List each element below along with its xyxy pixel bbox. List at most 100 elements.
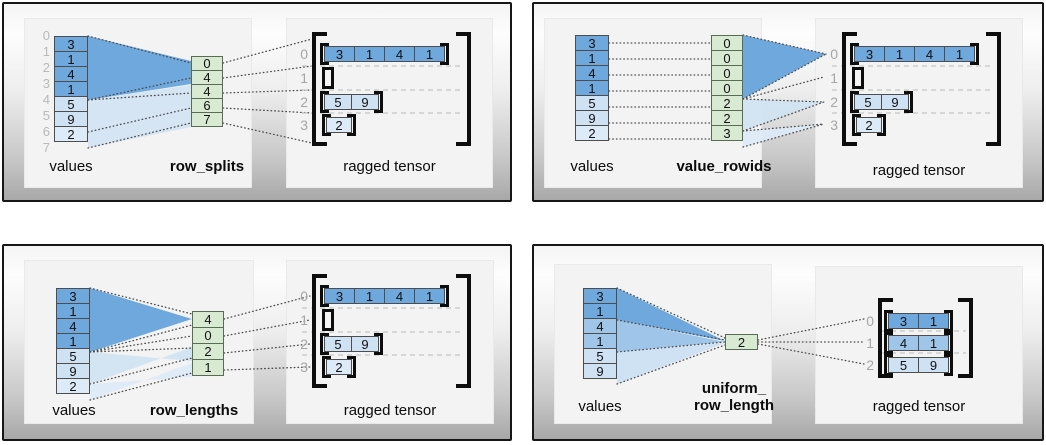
- tensor-bracket-right: [958, 298, 973, 378]
- bracket-left-icon: [320, 91, 329, 113]
- row-label: 2: [300, 94, 308, 110]
- value-index: 5: [42, 108, 50, 123]
- tensor-row-empty: [322, 309, 334, 331]
- bracket-left-icon: [322, 114, 331, 136]
- bracket-right-icon: [855, 67, 864, 89]
- values-label: values: [52, 402, 96, 419]
- tensor-row: 5 9: [320, 91, 383, 113]
- row-label: 2: [830, 94, 838, 110]
- value-index: 7: [42, 140, 50, 155]
- bracket-right-icon: [904, 91, 913, 113]
- uniform-row-length-cell: 2: [725, 334, 758, 350]
- bracket-right-icon: [877, 114, 886, 136]
- value-cell: 5: [575, 95, 609, 111]
- tensor-row: 5 9: [884, 354, 953, 376]
- param-cell: 0: [711, 50, 743, 66]
- tensor-cell: 9: [881, 94, 909, 110]
- tensor-cell: 9: [351, 94, 379, 110]
- param-cell: 1: [192, 359, 224, 376]
- result-label: ragged tensor: [872, 398, 966, 415]
- value-cell: 9: [583, 363, 617, 379]
- value-cell: 3: [575, 35, 609, 51]
- bracket-right-icon: [944, 354, 953, 376]
- tensor-row: 3 1 4 1: [320, 285, 449, 307]
- bracket-right-icon: [944, 310, 953, 332]
- bracket-left-icon: [320, 333, 329, 355]
- param-label: row_lengths: [149, 402, 239, 419]
- value-cell: 1: [575, 80, 609, 96]
- row-splits-column: 0 4 4 6 7: [191, 56, 223, 127]
- param-cell: 2: [192, 343, 224, 360]
- row-label: 3: [300, 117, 308, 133]
- row-label: 0: [300, 46, 308, 62]
- tensor-bracket-left: [842, 32, 857, 146]
- tensor-row: 2: [322, 114, 356, 136]
- value-cell: 1: [56, 333, 90, 349]
- value-cell: 4: [56, 318, 90, 334]
- tensor-bracket-right: [456, 274, 471, 388]
- tensor-row: 2: [852, 114, 886, 136]
- bracket-right-icon: [347, 114, 356, 136]
- bracket-right-icon: [374, 91, 383, 113]
- bracket-left-icon: [884, 332, 893, 354]
- value-cell: 4: [54, 66, 88, 82]
- param-cell: 7: [191, 112, 223, 127]
- tensor-cell: 1: [354, 46, 385, 62]
- row-label: 3: [300, 359, 308, 375]
- tensor-bracket-left: [312, 32, 327, 146]
- row-lengths-column: 4 0 2 1: [192, 311, 224, 376]
- tensor-cell: 1: [918, 313, 949, 329]
- bracket-right-icon: [440, 285, 449, 307]
- param-cell: 4: [192, 311, 224, 328]
- tensor-row: 2: [322, 356, 356, 378]
- tensor-cell: 1: [414, 288, 445, 304]
- tensor-cell: 4: [384, 46, 415, 62]
- value-cell: 9: [575, 110, 609, 126]
- row-label: 1: [830, 70, 838, 86]
- value-cell: 1: [575, 50, 609, 66]
- param-cell: 2: [725, 334, 758, 350]
- tensor-row: 3 1 4 1: [850, 43, 979, 65]
- value-index: 1: [42, 44, 50, 59]
- tensor-cell: 9: [918, 357, 949, 373]
- tensor-cell: 1: [944, 46, 975, 62]
- value-cell: 5: [54, 96, 88, 112]
- tensor-row-empty: [322, 67, 334, 89]
- tensor-bracket-right: [456, 32, 471, 146]
- row-label: 0: [830, 46, 838, 62]
- result-label: ragged tensor: [343, 402, 437, 419]
- value-rowids-column: 0 0 0 0 2 2 3: [711, 35, 743, 141]
- value-cell: 2: [575, 125, 609, 141]
- row-label: 3: [830, 117, 838, 133]
- panel-uniform-row-length: 3 1 4 1 5 9 2 0 1 2 3 1 4 1 5: [532, 244, 1044, 441]
- tensor-cell: 4: [914, 46, 945, 62]
- tensor-cell: 4: [888, 335, 919, 351]
- panel-row-splits: 0 1 2 3 4 5 6 7 3 1 4 1 5 9 2 0 4 4 6 7 …: [2, 2, 512, 202]
- tensor-row: 5 9: [850, 91, 913, 113]
- value-cell: 9: [56, 363, 90, 379]
- value-index: 6: [42, 124, 50, 139]
- param-cell: 0: [711, 80, 743, 96]
- bracket-right-icon: [970, 43, 979, 65]
- param-label: row_splits: [169, 158, 245, 175]
- bracket-right-icon: [347, 356, 356, 378]
- bracket-left-icon: [850, 91, 859, 113]
- value-cell: 5: [583, 348, 617, 364]
- bracket-left-icon: [850, 43, 859, 65]
- result-label: ragged tensor: [872, 162, 966, 179]
- tensor-cell: 1: [414, 46, 445, 62]
- tensor-bracket-left: [312, 274, 327, 388]
- value-cell: 3: [54, 36, 88, 52]
- tensor-cell: 2: [856, 117, 882, 133]
- tensor-cell: 2: [326, 359, 352, 375]
- value-cell: 1: [54, 81, 88, 97]
- tensor-row: 3 1: [884, 310, 953, 332]
- bracket-right-icon: [944, 332, 953, 354]
- values-column: 3 1 4 1 5 9 2: [56, 288, 90, 394]
- value-cell: 1: [583, 303, 617, 319]
- param-cell: 0: [192, 327, 224, 344]
- tensor-row: 4 1: [884, 332, 953, 354]
- row-label: 2: [866, 357, 874, 373]
- tensor-row: 3 1 4 1: [320, 43, 449, 65]
